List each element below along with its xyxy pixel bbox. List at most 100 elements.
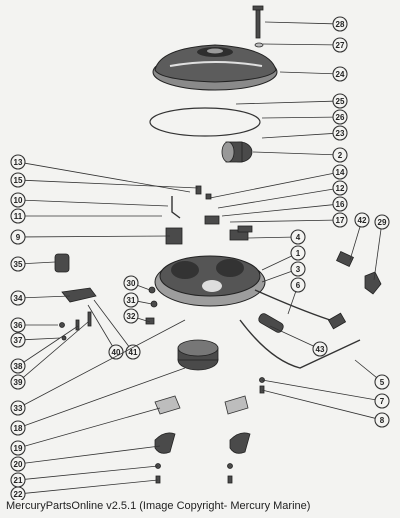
callout-circle [10,358,26,374]
callout-leader-line [209,172,334,199]
callout-22: 22 [10,479,159,500]
callout-10: 10 [10,192,169,208]
callout-13: 13 [10,154,191,193]
callout-6: 6 [287,277,306,315]
callout-25: 25 [235,93,348,109]
callout-number: 38 [14,362,23,371]
callout-18: 18 [10,367,186,436]
callout-number: 30 [127,279,136,288]
callout-circle [332,147,348,163]
callout-37: 37 [10,332,61,348]
callout-leader-line [229,219,334,223]
callout-circle [10,290,26,306]
callout-number: 2 [338,151,343,160]
callout-number: 26 [336,113,345,122]
callout-circle [10,229,26,245]
callout-leader-line [354,359,377,378]
callout-circle [10,332,26,348]
callout-35: 35 [10,256,56,272]
callout-number: 10 [14,196,23,205]
callout-circle [10,440,26,456]
callout-circle [290,229,306,245]
callout-number: 13 [14,158,23,167]
callout-leader-line [93,299,130,347]
callout-number: 5 [380,378,385,387]
callout-number: 27 [336,41,345,50]
callout-24: 24 [279,66,348,82]
callout-number: 29 [378,218,387,227]
callout-41: 41 [93,299,141,360]
callout-number: 14 [336,168,345,177]
callout-circle [10,208,26,224]
callout-leader-line [24,179,199,189]
callout-circle [332,164,348,180]
callout-31: 31 [123,292,153,308]
callout-leader-line [235,100,334,105]
callout-9: 9 [10,229,171,245]
callout-19: 19 [10,407,161,456]
callout-number: 8 [380,416,385,425]
callout-circle [10,172,26,188]
callout-circle [332,125,348,141]
callout-43: 43 [269,325,328,357]
wire-ring-part [149,107,261,137]
callout-leader-line [221,204,334,217]
callout-leader-line [23,321,89,378]
callout-number: 20 [14,460,23,469]
callout-40: 40 [87,304,124,360]
callout-circle [312,341,328,357]
callout-number: 32 [127,312,136,321]
callout-leader-line [24,295,71,299]
image-copyright-caption: MercuryPartsOnline v2.5.1 (Image Copyrig… [6,500,311,512]
callout-circle [10,456,26,472]
callout-8: 8 [261,389,390,428]
callout-number: 11 [14,212,23,221]
callout-16: 16 [221,196,348,217]
callout-leader-line [262,43,334,46]
callout-number: 6 [296,281,301,290]
callout-number: 43 [316,345,325,354]
cable-part [254,289,331,321]
callout-leader-line [349,226,361,261]
callout-20: 20 [10,445,161,472]
callout-circle [10,486,26,500]
callout-circle [332,37,348,53]
callout-circle [290,245,306,261]
callout-2: 2 [252,147,348,163]
callout-circle [108,344,124,360]
callout-leader-line [24,235,171,238]
bolt-part [255,7,261,39]
callout-leader-line [24,445,161,464]
callout-leader-line [373,228,382,281]
callout-11: 11 [10,208,162,224]
callout-33: 33 [10,319,186,416]
callout-circle [10,317,26,333]
callout-30: 30 [123,275,151,291]
callout-leader-line [287,291,297,315]
callout-34: 34 [10,290,71,306]
callout-circle [290,261,306,277]
callout-circle [332,109,348,125]
coil-part [221,141,253,163]
callout-leader-line [24,261,56,265]
callout-circle [332,66,348,82]
callout-number: 25 [336,97,345,106]
callout-27: 27 [262,37,348,53]
callout-number: 17 [336,216,345,225]
callout-12: 12 [217,180,348,209]
callout-leader-line [24,319,186,406]
callout-number: 36 [14,321,23,330]
callout-circle [374,393,390,409]
callout-23: 23 [261,125,348,141]
callout-leader-line [24,162,191,193]
callout-circle [10,374,26,390]
callout-number: 1 [296,249,301,258]
callout-leader-line [261,271,292,283]
callout-circle [374,214,390,230]
callout-42: 42 [349,212,370,261]
callout-leader-line [137,317,151,323]
callout-15: 15 [10,172,199,189]
callout-circle [10,192,26,208]
callout-21: 21 [10,465,159,488]
callout-3: 3 [261,261,306,283]
